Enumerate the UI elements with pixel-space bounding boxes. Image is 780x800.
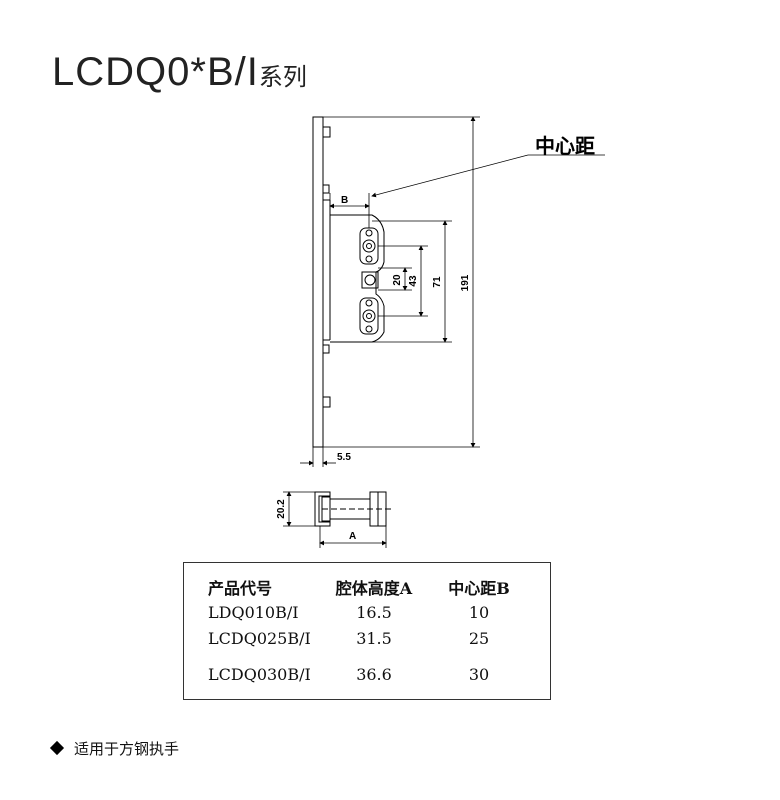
table-row: LCDQ030B/I 36.6 30 bbox=[184, 665, 550, 687]
dim-5-5-label: 5.5 bbox=[337, 452, 351, 463]
dimension-lines bbox=[300, 116, 605, 467]
title-main: LCDQ0*B/I bbox=[52, 50, 259, 94]
lock-body bbox=[330, 214, 385, 343]
table-header-code: 产品代号 bbox=[208, 579, 273, 598]
table-header-center: 中心距B bbox=[448, 579, 510, 598]
usage-note: 适用于方钢执手 bbox=[49, 738, 180, 759]
dim-20-2-label: 20.2 bbox=[276, 499, 287, 519]
faceplate bbox=[312, 116, 331, 448]
dim-b-label: B bbox=[341, 195, 348, 206]
dim-191-label: 191 bbox=[460, 274, 471, 291]
diamond-bullet-icon bbox=[49, 740, 65, 756]
table-cell-height: 31.5 bbox=[356, 629, 392, 648]
callout-center-distance: 中心距 bbox=[535, 134, 595, 158]
table-cell-height: 16.5 bbox=[356, 603, 392, 622]
table-row: LCDQ025B/I 31.5 25 bbox=[184, 629, 550, 651]
table-cell-code: LDQ010B/I bbox=[208, 603, 299, 622]
side-view bbox=[283, 491, 392, 548]
page-title: LCDQ0*B/I系列 bbox=[52, 50, 307, 95]
table-cell-code: LCDQ030B/I bbox=[208, 665, 311, 684]
table-header-height: 腔体高度A bbox=[335, 579, 413, 598]
title-suffix: 系列 bbox=[258, 64, 307, 91]
usage-note-text: 适用于方钢执手 bbox=[74, 740, 180, 758]
dim-71-label: 71 bbox=[432, 276, 443, 288]
table-cell-center: 30 bbox=[468, 665, 490, 684]
dim-a-label: A bbox=[349, 531, 356, 542]
table-cell-code: LCDQ025B/I bbox=[208, 629, 311, 648]
table-row: LDQ010B/I 16.5 10 bbox=[184, 603, 550, 625]
dim-20-label: 20 bbox=[392, 274, 403, 286]
table-cell-center: 10 bbox=[468, 603, 490, 622]
table-cell-height: 36.6 bbox=[356, 665, 392, 684]
spec-table: 产品代号 腔体高度A 中心距B LDQ010B/I 16.5 10 LCDQ02… bbox=[183, 562, 551, 700]
table-header-row: 产品代号 腔体高度A 中心距B bbox=[184, 575, 550, 598]
table-cell-center: 25 bbox=[468, 629, 490, 648]
dim-43-label: 43 bbox=[408, 275, 419, 287]
